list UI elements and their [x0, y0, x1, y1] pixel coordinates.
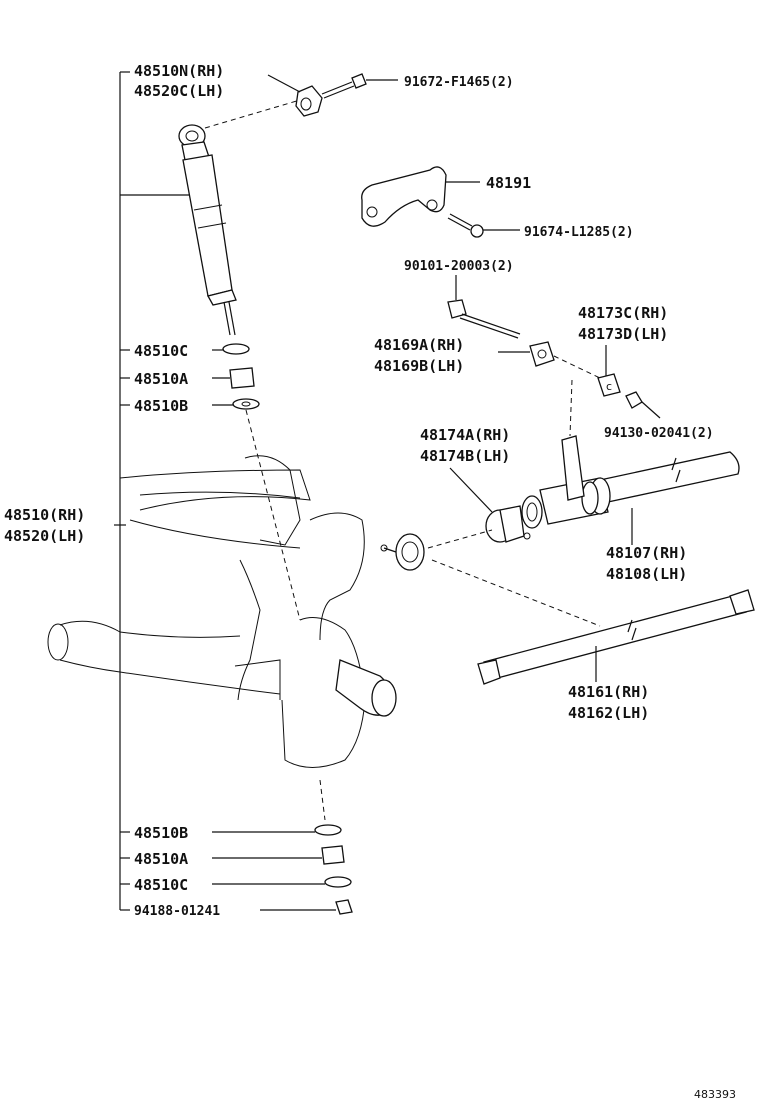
label-bolt-20003: 90101-20003(2): [404, 259, 514, 274]
label-stopper-a-rh: 48169A(RH): [374, 336, 464, 354]
label-shock-rh: 48510N(RH): [134, 62, 224, 80]
clamp-48173: c: [597, 345, 621, 397]
label-clamp-d-lh: 48173D(LH): [578, 325, 668, 343]
boot-48174: [449, 467, 531, 543]
label-boot-a-rh: 48174A(RH): [420, 426, 510, 444]
label-retainer-b-bot: 48510B: [134, 824, 188, 842]
upper-shock-mounts: [212, 343, 301, 621]
bolt-f1465: [321, 73, 398, 99]
label-clamp-c-rh: 48173C(RH): [578, 304, 668, 322]
label-cushion-a-top: 48510A: [134, 370, 188, 388]
torsion-bar: [477, 589, 755, 685]
diagram-code: 483393: [694, 1088, 736, 1101]
shock-absorber: [178, 99, 301, 336]
bearing-cap: [380, 529, 601, 627]
label-cushion-c-top: 48510C: [134, 342, 188, 360]
nut-02041: [625, 391, 661, 419]
label-stopper-b-lh: 48169B(LH): [374, 357, 464, 375]
label-absorber-lh: 48520(LH): [4, 527, 85, 545]
bolt-20003: [447, 275, 521, 339]
lower-arm: [47, 620, 281, 695]
bolt-l1285: [447, 213, 520, 238]
stopper-48169: [498, 341, 601, 379]
label-torsion-bar-lh: 48162(LH): [568, 704, 649, 722]
label-retainer-b-top: 48510B: [134, 397, 188, 415]
torsion-tube: [521, 379, 740, 545]
label-bolt-l1285: 91674-L1285(2): [524, 225, 634, 240]
label-bolt-f1465: 91672-F1465(2): [404, 75, 514, 90]
label-cushion-c-bot: 48510C: [134, 876, 188, 894]
callout-bracket: [114, 71, 190, 911]
label-bracket: 48191: [486, 174, 531, 192]
label-cushion-a-bot: 48510A: [134, 850, 188, 868]
steering-knuckle: [234, 512, 397, 768]
bracket-48191: [361, 166, 480, 227]
label-absorber-rh: 48510(RH): [4, 506, 85, 524]
upper-arm: [119, 455, 311, 549]
svg-text:c: c: [606, 380, 612, 393]
label-torsion-tube-lh: 48108(LH): [606, 565, 687, 583]
lower-shock-mounts: [212, 779, 353, 915]
upper-bushing: [267, 74, 323, 117]
label-nut-01241: 94188-01241: [134, 904, 220, 919]
label-boot-b-lh: 48174B(LH): [420, 447, 510, 465]
label-nut-02041: 94130-02041(2): [604, 426, 714, 441]
label-torsion-tube-rh: 48107(RH): [606, 544, 687, 562]
label-torsion-bar-rh: 48161(RH): [568, 683, 649, 701]
label-shock-lh: 48520C(LH): [134, 82, 224, 100]
